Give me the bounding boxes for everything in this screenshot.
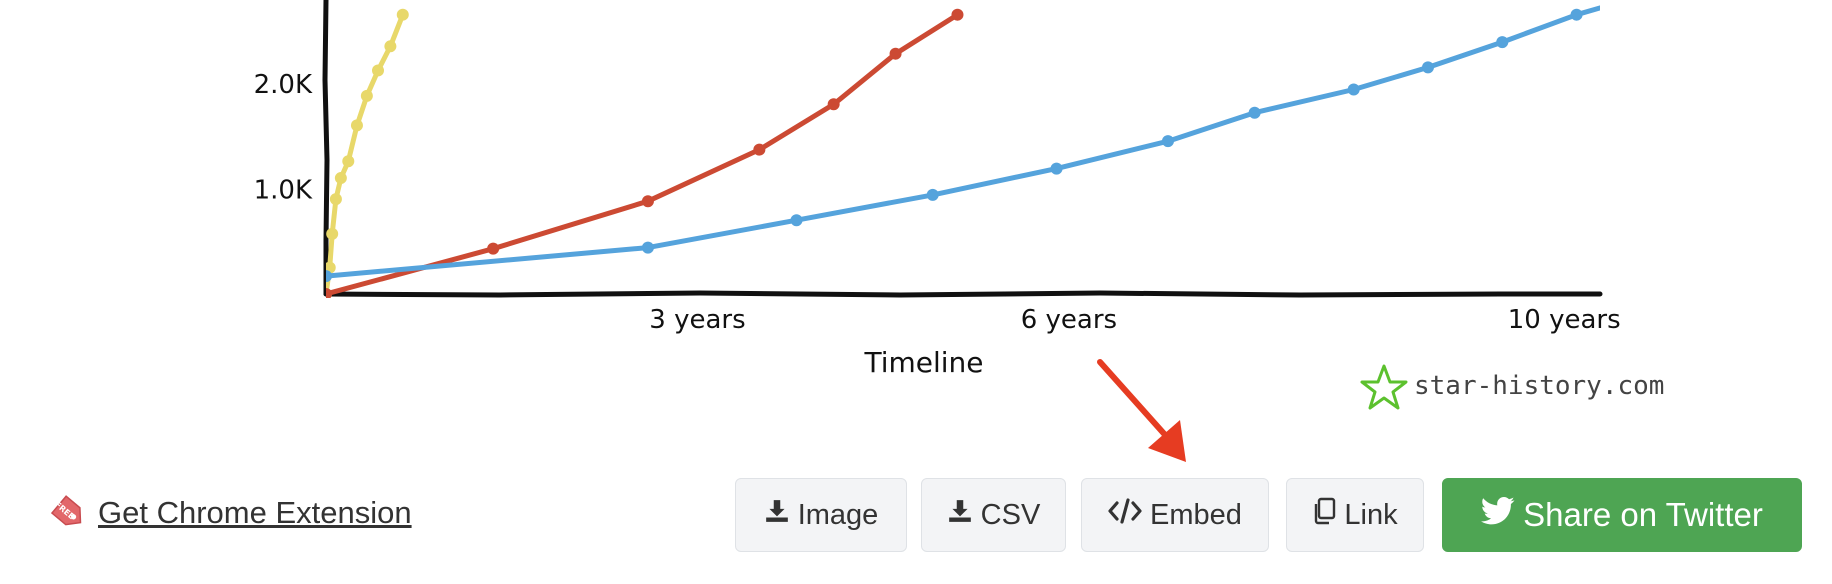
x-tick-label: 6 years <box>1021 305 1117 335</box>
data-point <box>1421 61 1434 74</box>
data-point <box>334 172 347 185</box>
series-line <box>326 12 406 297</box>
csv-button-label: CSV <box>980 498 1041 531</box>
twitter-button-label: Share on Twitter <box>1523 496 1763 533</box>
link-button-label: Link <box>1344 498 1398 531</box>
x-axis-line <box>323 290 1603 298</box>
copy-icon <box>1312 497 1336 533</box>
data-point <box>641 241 654 254</box>
data-point <box>487 242 500 255</box>
download-csv-button[interactable]: CSV <box>921 478 1066 552</box>
image-button-label: Image <box>797 498 879 531</box>
twitter-bird-icon <box>1481 496 1515 534</box>
chrome-extension-label: Get Chrome Extension <box>98 495 412 530</box>
series-group <box>326 8 409 298</box>
annotation-arrow-head <box>1148 420 1186 462</box>
y-tick-label: 2.0K <box>254 70 313 100</box>
data-point <box>827 98 840 111</box>
copy-link-button[interactable]: Link <box>1286 478 1424 552</box>
x-tick-label: 10 years <box>1508 305 1621 335</box>
price-tag-icon: FREE <box>48 492 90 534</box>
star-logo-icon <box>1360 364 1408 410</box>
data-point <box>641 195 654 208</box>
download-icon <box>947 498 973 532</box>
y-axis-line <box>322 0 330 297</box>
data-point <box>1248 106 1261 119</box>
data-point <box>326 227 339 240</box>
watermark-text: star-history.com <box>1414 371 1664 401</box>
series-line <box>326 12 960 297</box>
y-tick-label: 1.0K <box>254 176 313 206</box>
series-group <box>326 8 964 298</box>
data-point <box>1570 8 1583 21</box>
annotation-arrow <box>1097 359 1178 449</box>
x-tick-label: 3 years <box>649 305 745 335</box>
data-point <box>396 8 409 21</box>
data-point <box>350 119 363 132</box>
data-point <box>1347 83 1360 96</box>
data-point <box>372 64 385 77</box>
embed-button[interactable]: Embed <box>1081 478 1269 552</box>
data-point <box>926 188 939 201</box>
data-point <box>342 155 355 168</box>
x-axis-title: Timeline <box>863 346 983 379</box>
data-point <box>753 143 766 156</box>
data-point <box>1161 135 1174 148</box>
data-point <box>329 193 342 206</box>
series-group <box>326 0 1644 283</box>
chrome-extension-link[interactable]: FREE Get Chrome Extension <box>48 492 412 534</box>
data-point <box>1632 0 1644 3</box>
star-history-watermark: star-history.com <box>1360 364 1664 410</box>
embed-button-label: Embed <box>1150 498 1242 531</box>
download-image-button[interactable]: Image <box>735 478 907 552</box>
toolbar: FREE Get Chrome Extension Image CSV Embe… <box>0 474 1832 554</box>
data-point <box>889 47 902 60</box>
data-point <box>790 214 803 227</box>
data-point <box>384 40 397 53</box>
data-point <box>326 288 332 298</box>
data-point <box>951 8 964 21</box>
data-point <box>1050 162 1063 175</box>
code-icon <box>1108 498 1142 532</box>
data-point <box>326 270 332 283</box>
data-point <box>360 89 373 102</box>
share-on-twitter-button[interactable]: Share on Twitter <box>1442 478 1802 552</box>
download-icon <box>764 498 790 532</box>
series-line <box>326 5 1600 279</box>
data-point <box>1496 36 1509 49</box>
